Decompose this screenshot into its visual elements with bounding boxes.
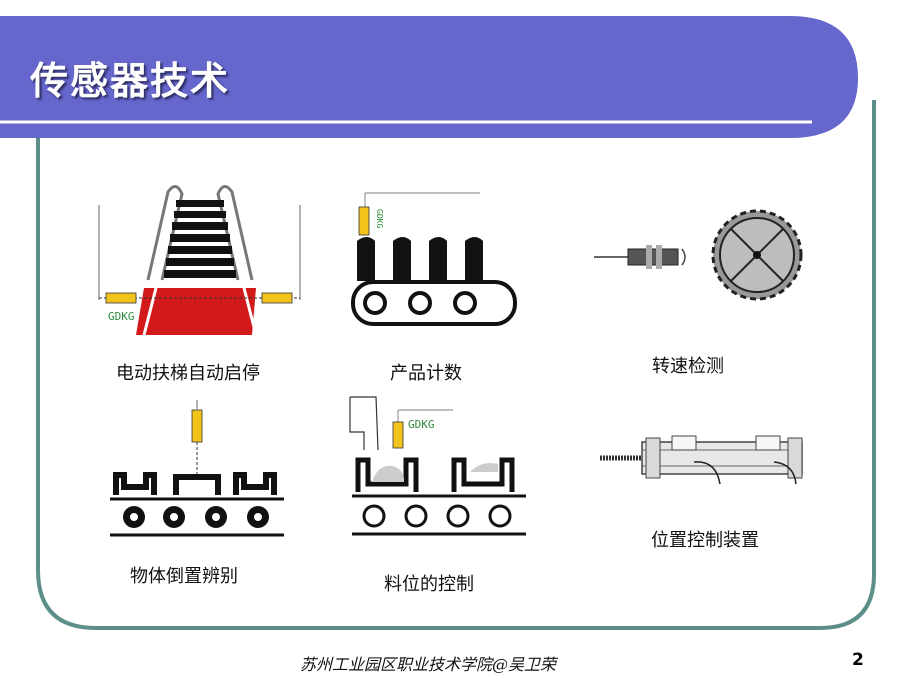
gdkg-vertical-label: GDKG	[375, 209, 384, 228]
caption-speed: 转速检测	[652, 356, 724, 377]
product-count-illustration: GDKG	[351, 192, 517, 326]
caption-material: 料位的控制	[384, 574, 474, 595]
gdkg-label: GDKG	[108, 310, 135, 323]
speed-detection-illustration	[594, 209, 803, 301]
escalator-illustration: GDKG	[98, 185, 301, 336]
title-banner	[0, 16, 858, 138]
caption-escalator: 电动扶梯自动启停	[116, 363, 260, 384]
gdkg-label-material: GDKG	[408, 418, 435, 431]
slide-title: 传感器技术	[30, 58, 231, 103]
footer-text: 苏州工业园区职业技术学院@吴卫荣	[300, 655, 557, 674]
caption-orientation: 物体倒置辨别	[130, 566, 238, 587]
caption-product-count: 产品计数	[390, 363, 462, 384]
page-number: 2	[852, 650, 864, 670]
caption-position: 位置控制装置	[651, 530, 759, 551]
orientation-detection-illustration	[110, 400, 284, 537]
position-control-illustration	[600, 435, 803, 485]
material-level-illustration: GDKG	[349, 396, 526, 536]
